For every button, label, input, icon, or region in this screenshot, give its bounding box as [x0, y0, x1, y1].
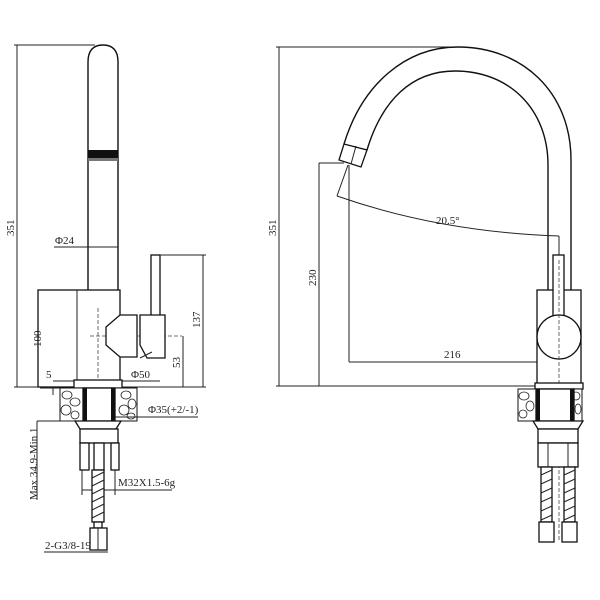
svg-text:351: 351 — [267, 220, 279, 237]
dimension-base-diameter: Φ50 — [122, 369, 160, 382]
label-total-height-side: 351 — [5, 220, 17, 237]
dimension-53: 53 — [171, 336, 184, 387]
svg-text:216: 216 — [444, 349, 461, 361]
svg-text:Φ50: Φ50 — [131, 369, 151, 381]
mounting-nut — [79, 442, 120, 471]
dimension-351-side: 351 — [5, 44, 95, 388]
spout-tube — [87, 44, 119, 290]
svg-text:Φ35(+2/-1): Φ35(+2/-1) — [148, 404, 199, 416]
dimension-countertop-thickness: Max 34.9-Min 1 — [28, 387, 85, 500]
handle-hub — [105, 314, 138, 358]
dimension-hose-connection: 2-G3/8-19 — [44, 540, 108, 553]
front-view: 351 20.5° 230 216 — [267, 46, 585, 543]
side-view: 351 Φ24 137 53 100 — [5, 44, 206, 553]
dimension-230: 230 — [307, 162, 344, 386]
dimension-351-front: 351 — [267, 46, 537, 387]
svg-text:5: 5 — [46, 369, 52, 381]
svg-text:Max 34.9-Min 1: Max 34.9-Min 1 — [28, 428, 40, 500]
supply-hose — [89, 469, 108, 551]
lever — [150, 254, 161, 318]
svg-text:230: 230 — [307, 269, 319, 286]
svg-text:53: 53 — [171, 357, 183, 369]
dimension-216: 216 — [348, 165, 558, 363]
svg-text:137: 137 — [191, 311, 203, 328]
svg-text:M32X1.5-6g: M32X1.5-6g — [118, 477, 176, 489]
svg-text:2-G3/8-19: 2-G3/8-19 — [45, 540, 91, 552]
dimension-spout-diameter: Φ24 — [54, 235, 118, 248]
countertop-stone-pattern — [60, 390, 137, 420]
gooseneck-spout — [343, 46, 572, 290]
dimension-angle: 20.5° — [336, 164, 560, 255]
dimension-137: 137 — [120, 254, 206, 388]
aerator — [88, 150, 118, 158]
svg-text:20.5°: 20.5° — [436, 215, 460, 227]
dimension-hole-diameter: Φ35(+2/-1) — [115, 404, 199, 418]
handle-block — [139, 314, 166, 359]
dimension-100: 100 — [32, 330, 44, 347]
supply-hoses-front — [538, 466, 578, 543]
svg-text:Φ24: Φ24 — [55, 235, 75, 247]
